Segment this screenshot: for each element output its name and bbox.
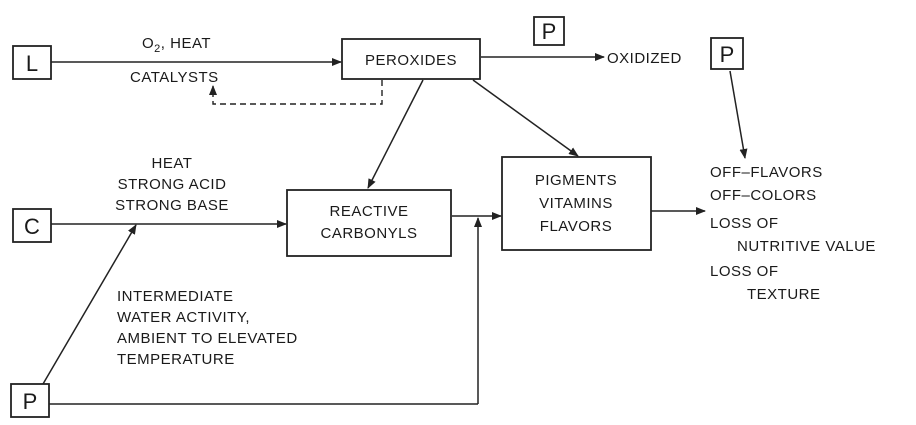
- arrow-oxidized-to-outcomes: [729, 70, 748, 159]
- oxidized-label: OXIDIZED: [607, 50, 682, 67]
- lipid-label: L: [26, 51, 38, 76]
- protein-condition-1: INTERMEDIATE: [117, 288, 234, 305]
- protein-condition-3: AMBIENT TO ELEVATED: [117, 330, 298, 347]
- carbohydrate-label: C: [24, 214, 40, 239]
- catalysts-label: CATALYSTS: [130, 69, 219, 86]
- outcome-off-flavors: OFF–FLAVORS: [710, 164, 823, 181]
- protein-node-top: P: [533, 16, 565, 46]
- oxidized-protein-label: P: [720, 42, 735, 67]
- carbonyl-condition-3: STRONG BASE: [115, 197, 229, 214]
- carbonyl-condition-1: HEAT: [152, 155, 193, 172]
- pigments-line-3: FLAVORS: [540, 218, 612, 235]
- protein-condition-2: WATER ACTIVITY,: [117, 309, 250, 326]
- pigments-line-1: PIGMENTS: [535, 172, 617, 189]
- reactive-carbonyls-line-1: REACTIVE: [329, 203, 408, 220]
- arrow-peroxides-to-carbonyls: [367, 79, 424, 189]
- pigments-line-2: VITAMINS: [539, 195, 613, 212]
- arrow-catalyst-feedback: [209, 80, 383, 105]
- reactive-carbonyls-node: REACTIVE CARBONYLS: [286, 189, 452, 257]
- carbohydrate-node: C: [12, 208, 52, 243]
- outcome-loss-of-1: LOSS OF: [710, 215, 779, 232]
- outcomes-list: OFF–FLAVORS OFF–COLORS LOSS OF NUTRITIVE…: [710, 164, 876, 303]
- arrow-protein-to-carbonyl-pathway: [42, 224, 137, 385]
- pigments-node: PIGMENTS VITAMINS FLAVORS: [501, 156, 652, 251]
- protein-node-bottom: P: [10, 383, 50, 418]
- o2-heat-label: O2, HEAT: [142, 35, 211, 55]
- lipid-node: L: [12, 45, 52, 80]
- outcome-loss-of-2: LOSS OF: [710, 263, 779, 280]
- oxidized-protein-node: P: [710, 37, 744, 70]
- protein-bottom-label: P: [23, 389, 38, 414]
- reactive-carbonyls-line-2: CARBONYLS: [320, 225, 417, 242]
- protein-condition-4: TEMPERATURE: [117, 351, 235, 368]
- outcome-off-colors: OFF–COLORS: [710, 187, 817, 204]
- peroxides-node: PEROXIDES: [341, 38, 481, 80]
- arrow-peroxides-to-pigments: [472, 79, 579, 157]
- outcome-texture: TEXTURE: [747, 286, 821, 303]
- protein-top-label: P: [542, 19, 557, 44]
- carbonyl-condition-2: STRONG ACID: [118, 176, 227, 193]
- outcome-nutritive-value: NUTRITIVE VALUE: [737, 238, 876, 255]
- peroxides-label: PEROXIDES: [365, 52, 457, 69]
